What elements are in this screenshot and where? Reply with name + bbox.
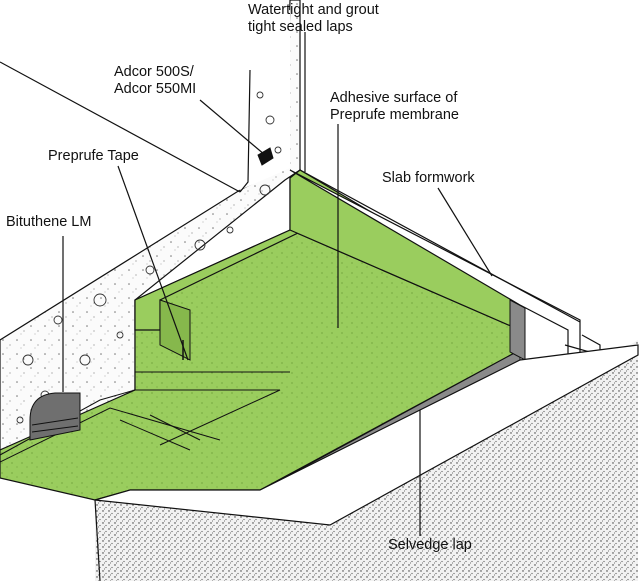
label-adhesive-line1: Adhesive surface of [330,90,458,106]
floor-lap-lines [0,371,290,463]
leader-adcor [199,99,266,156]
adcor-strip [257,147,274,166]
label-watertight-line2: tight sealed laps [248,19,353,35]
leader-lines [62,32,493,536]
soil-edge-front [94,499,101,581]
wall-top-face [0,10,290,190]
label-adhesive-line2: Preprufe membrane [330,107,459,123]
label-adcor-line2: Adcor 550MI [114,81,197,97]
label-watertight-laps: Watertight and grout tight sealed laps [248,2,379,36]
excavation-soil [95,340,638,581]
label-slab-formwork: Slab formwork [382,170,475,186]
leader-slab [437,187,493,277]
label-bituthene-lm: Bituthene LM [6,214,92,230]
slab-ledge [94,344,639,526]
label-preprufe-tape: Preprufe Tape [48,148,139,164]
label-adcor: Adcor 500S/ Adcor 550MI [114,64,196,98]
label-selvedge-lap: Selvedge lap [388,537,472,553]
bituthene-lm-fillet [29,392,81,441]
label-adhesive-surface: Adhesive surface of Preprufe membrane [330,90,459,124]
wall-top-edge [0,61,241,193]
label-watertight-line1: Watertight and grout [248,2,379,18]
label-adcor-line1: Adcor 500S/ [114,64,194,80]
formwork-inner-grey [509,299,526,361]
leader-tape [117,165,189,361]
wall-corner-edge [239,69,251,193]
formwork-edge-line [299,169,581,323]
